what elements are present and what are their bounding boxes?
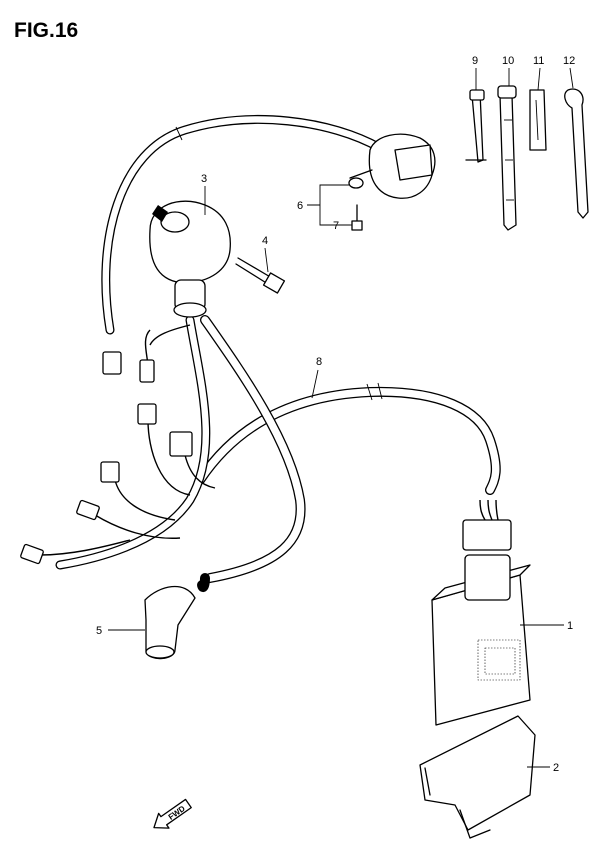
cdi-unit-part-1 [431, 519, 531, 726]
callout-6: 6 [297, 200, 303, 212]
callout-labels: 3 4 6 7 8 9 10 11 12 5 1 2 [96, 55, 575, 774]
connector-group [20, 351, 193, 565]
ignition-switch-part-3 [149, 200, 231, 318]
clamp-part-9 [465, 89, 487, 163]
callout-9: 9 [472, 55, 478, 67]
cdi-holder-part-2 [419, 715, 536, 839]
connector-f [76, 499, 100, 521]
cap-part-5 [144, 573, 210, 660]
kill-switch-part-6 [348, 133, 436, 199]
connector-e [100, 461, 120, 483]
connector-a [102, 351, 122, 375]
figure-title: FIG.16 [14, 19, 78, 42]
wiring-harness [39, 115, 501, 583]
callout-10: 10 [502, 55, 514, 67]
connector-g [20, 543, 44, 565]
tie-part-12 [564, 88, 589, 219]
callout-4: 4 [262, 235, 268, 247]
leader-lines [108, 67, 574, 768]
callout-5: 5 [96, 625, 102, 637]
connector-c [137, 403, 157, 425]
connector-d [169, 431, 193, 457]
band-clamp-part-11 [529, 89, 547, 151]
fwd-arrow-icon: FWD [153, 798, 192, 829]
callout-1: 1 [567, 620, 573, 632]
bolt-part-4 [235, 257, 286, 294]
callout-12: 12 [563, 55, 575, 67]
screw-part-7 [351, 204, 363, 231]
callout-7: 7 [333, 220, 339, 232]
cdi-label-area [477, 639, 521, 681]
connector-b [139, 359, 155, 383]
callout-8: 8 [316, 356, 322, 368]
callout-11: 11 [533, 55, 544, 67]
callout-2: 2 [553, 762, 559, 774]
cable-tie-part-10 [497, 85, 517, 231]
callout-3: 3 [201, 173, 207, 185]
